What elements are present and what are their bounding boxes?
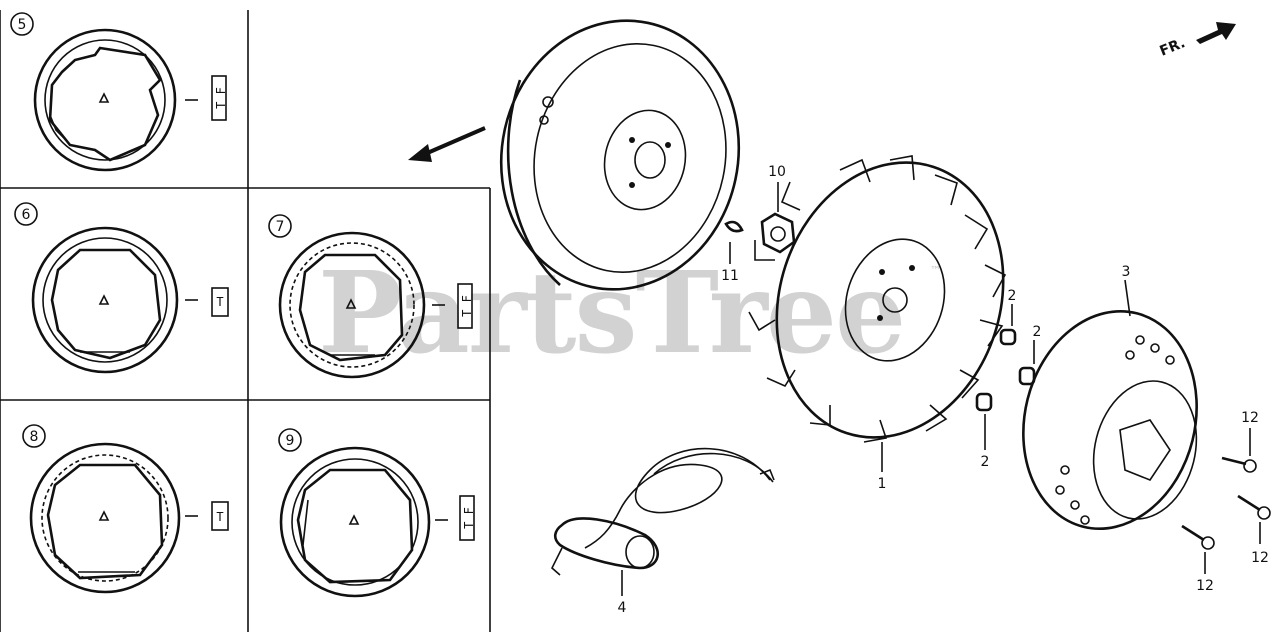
- panel-9: 9 T F: [278, 428, 476, 598]
- callout-12-top: 12: [1241, 410, 1259, 426]
- panel-8-stamp: T: [216, 510, 223, 524]
- callout-4: 4: [618, 600, 627, 616]
- direction-label: FR.: [1158, 35, 1188, 60]
- callout-2-top: 2: [1008, 288, 1017, 304]
- panel-6: 6 T: [14, 202, 229, 374]
- front-arrow-icon: [1196, 22, 1236, 44]
- panel-7-stamp: T F: [460, 295, 474, 317]
- panel-5-number: 5: [18, 17, 27, 33]
- reference-arrow: [408, 126, 486, 162]
- callout-11: 11: [721, 268, 739, 284]
- panel-9-number: 9: [286, 433, 295, 449]
- panel-8-number: 8: [30, 429, 39, 445]
- starter-rope-and-grip: 4: [551, 447, 775, 616]
- callout-12-bot: 12: [1196, 578, 1214, 594]
- panel-5-badge: [10, 12, 34, 36]
- panel-6-number: 6: [22, 207, 31, 223]
- panel-7-number: 7: [276, 219, 285, 235]
- inset-panel-grid: [0, 10, 491, 632]
- cooling-fan: 1: [748, 155, 1007, 492]
- panel-9-stamp: T F: [462, 507, 476, 529]
- panel-5: 5 T F: [10, 12, 228, 172]
- callout-1: 1: [878, 476, 887, 492]
- collar-parts: 2 2 2: [975, 288, 1042, 470]
- panel-8: 8 T: [22, 424, 229, 594]
- front-direction-indicator: FR.: [1158, 22, 1236, 60]
- callout-12-mid: 12: [1251, 550, 1269, 566]
- bolt-parts: 12 12 12: [1181, 410, 1271, 594]
- callout-2-mid: 2: [1033, 324, 1042, 340]
- panel-6-ring-outer: [31, 226, 179, 374]
- callout-2-bot: 2: [981, 454, 990, 470]
- key-part: 11: [721, 220, 744, 284]
- watermark-trademark: ™: [930, 264, 941, 277]
- panel-7: 7 T F: [268, 214, 474, 379]
- flywheel: [499, 19, 741, 291]
- watermark: PartsTree: [318, 248, 904, 379]
- panel-6-stamp: T: [216, 295, 223, 309]
- callout-3: 3: [1122, 264, 1131, 280]
- starter-pulley: 3: [1022, 264, 1198, 530]
- panel-5-ring-outer: [33, 28, 177, 172]
- panel-5-stamp: T F: [214, 87, 228, 109]
- nut-part: 10: [760, 164, 796, 254]
- callout-10: 10: [768, 164, 786, 180]
